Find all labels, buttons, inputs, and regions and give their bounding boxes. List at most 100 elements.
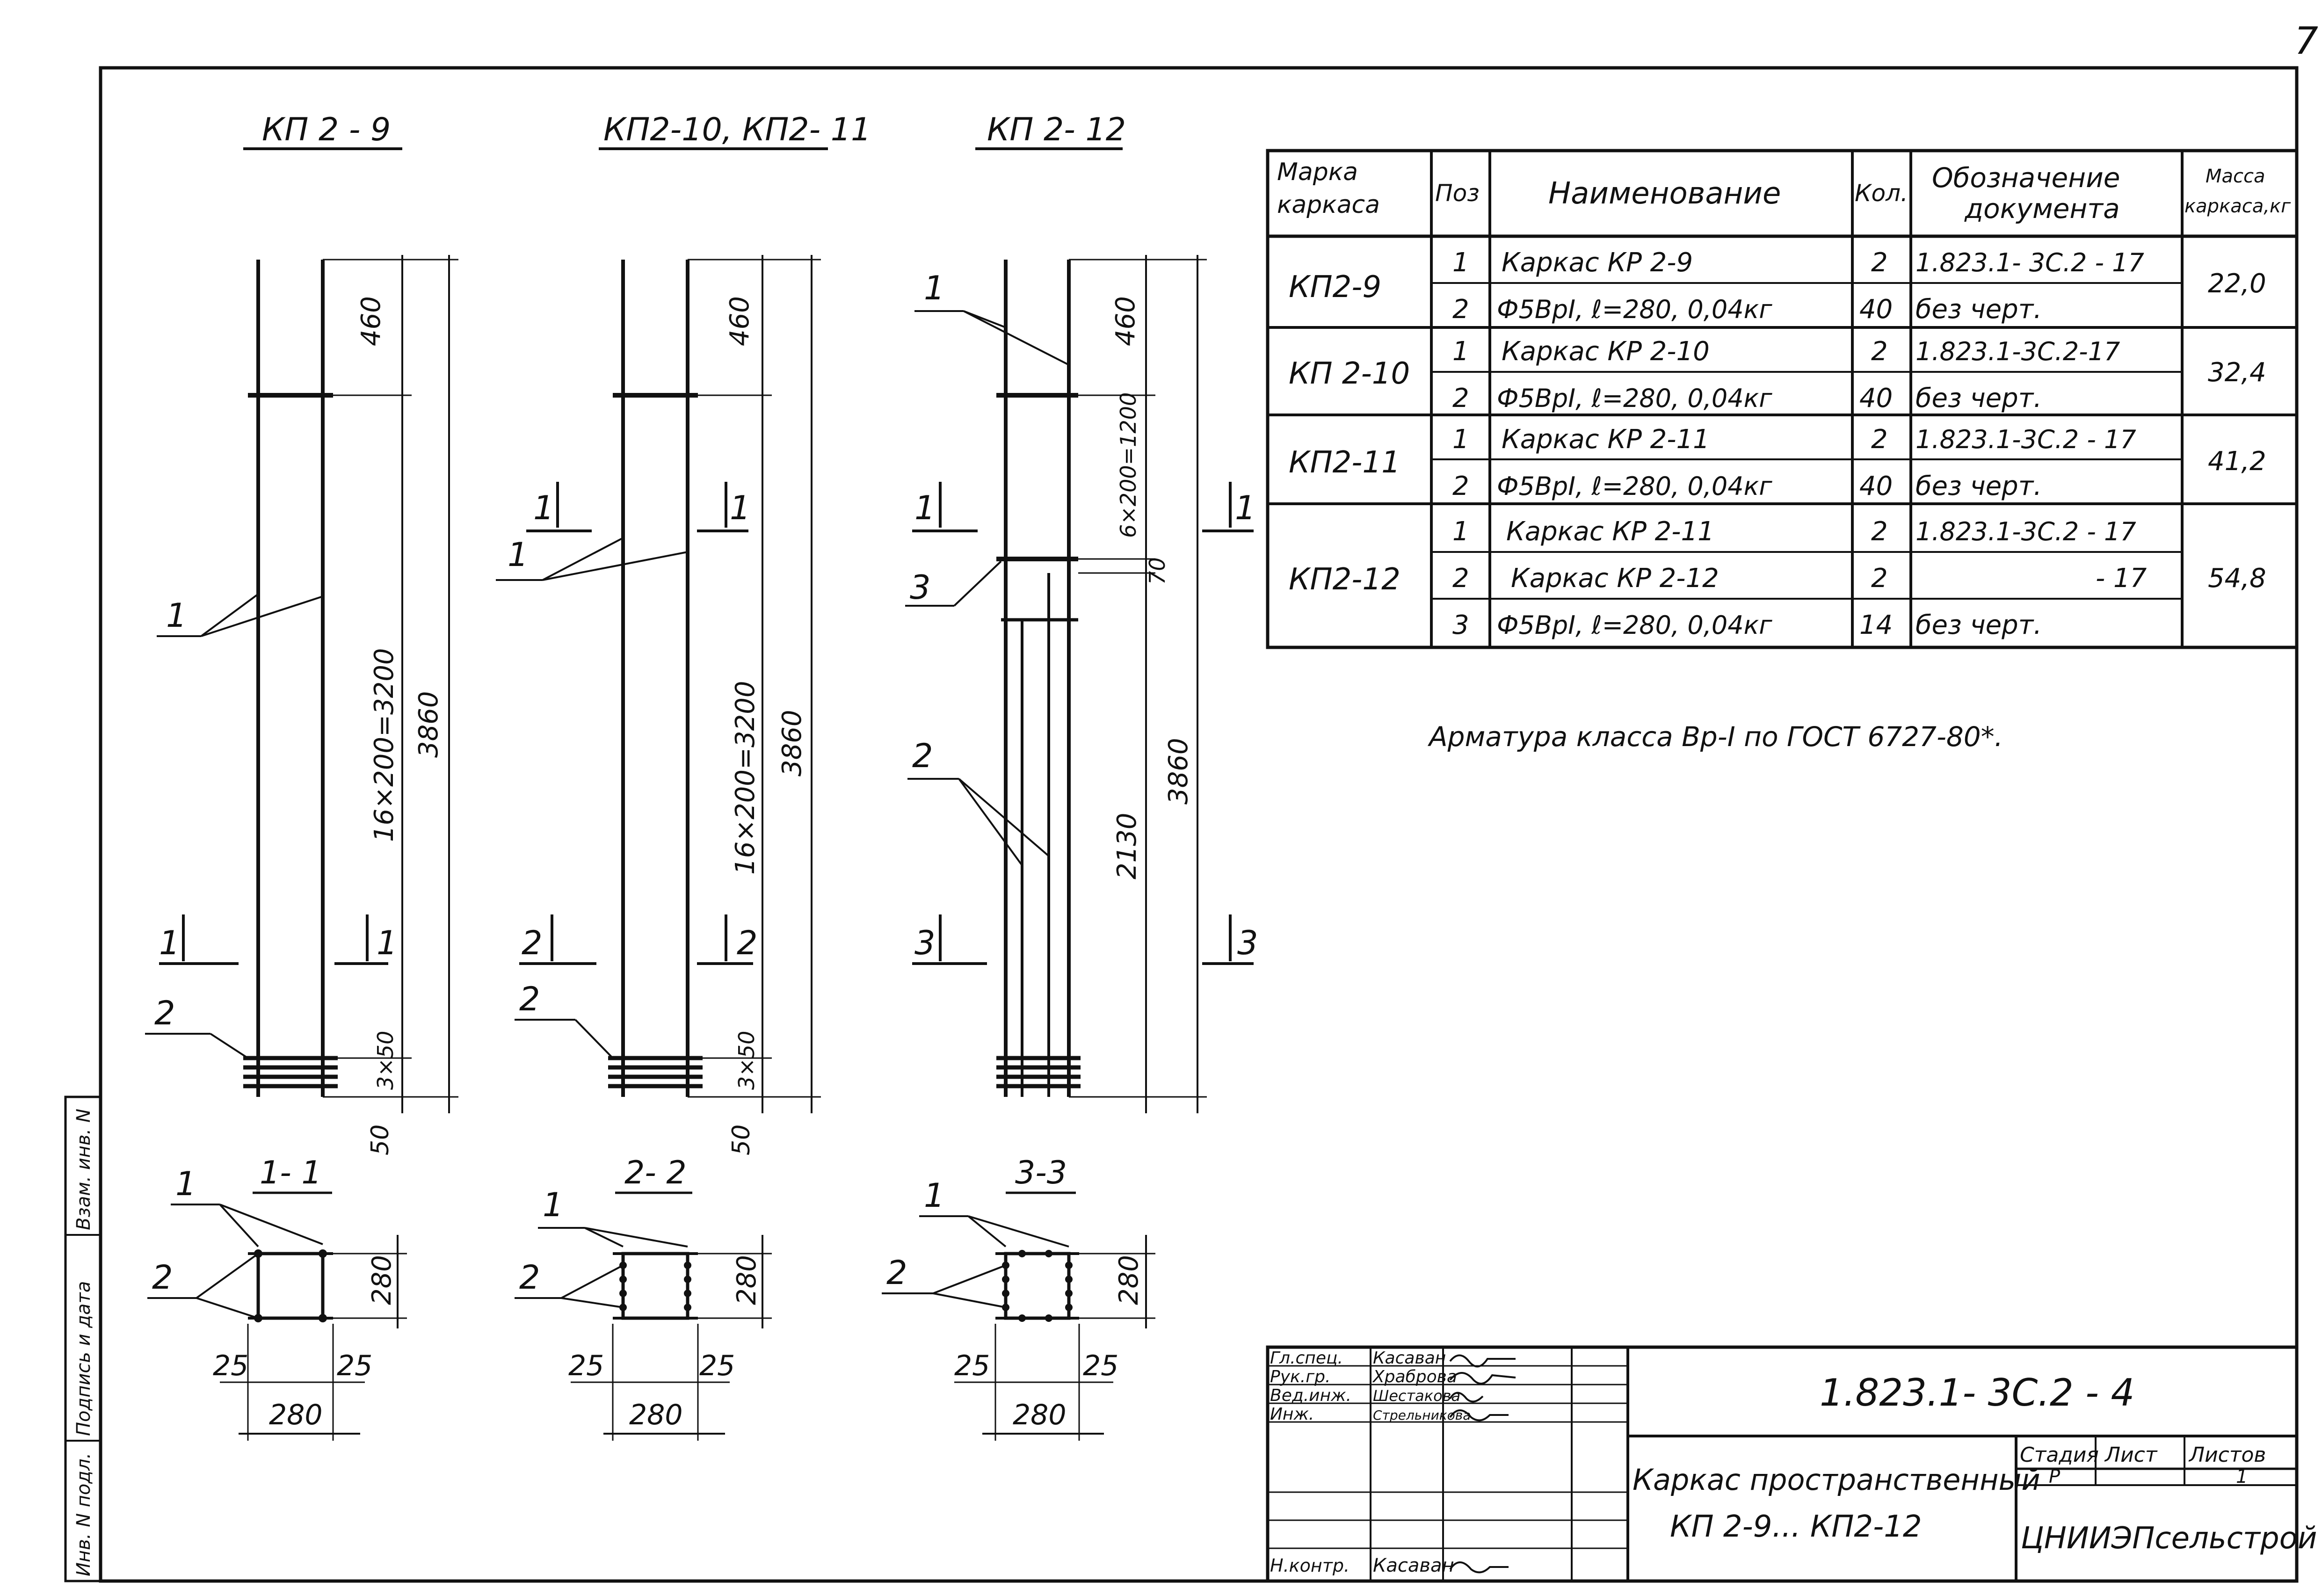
view-title: КП 2- 12: [987, 111, 1126, 148]
pos-cell: 2: [1452, 294, 1469, 325]
doc-cell: 1.823.1- 3С.2 - 17: [1916, 248, 2144, 277]
lead-3: 3: [910, 568, 931, 607]
lead-2: 2: [886, 1254, 907, 1292]
pos-cell: 2: [1452, 563, 1469, 594]
stamp-signature-label: Подпись и дата: [73, 1281, 94, 1436]
doc-cell: 1.823.1-3С.2 - 17: [1916, 425, 2136, 454]
dim-left: 25: [568, 1349, 604, 1382]
lead-1: 1: [543, 1186, 564, 1224]
sheet-frame: [99, 66, 2299, 1583]
mark-cell: КП2-12: [1289, 562, 1400, 597]
section-mark-mid-right: 1: [1235, 489, 1256, 527]
qty-cell: 40: [1859, 383, 1893, 414]
dim-height: 280: [732, 1255, 762, 1305]
dim-right: 25: [337, 1349, 372, 1382]
view-kp2-10-11: КП2-10, КП2- 11 460 16×200=3200 3860 3×5…: [496, 111, 871, 1155]
qty-cell: 2: [1871, 336, 1888, 367]
name-cell: Каркас КР 2-11: [1506, 516, 1714, 547]
page-number: 7: [2294, 19, 2318, 63]
name-cell: Ф5ВрI, ℓ=280, 0,04кг: [1497, 610, 1772, 640]
doc-code: 1.823.1- 3С.2 - 4: [1820, 1371, 2134, 1415]
dim-small: 70: [1145, 557, 1170, 585]
qty-cell: 40: [1859, 294, 1893, 325]
title-block: Гл.спец. Касаван Рук.гр. Храброва Вед.ин…: [1266, 1345, 2317, 1583]
lead-2: 2: [519, 980, 540, 1018]
section-mark-right: 1: [377, 924, 398, 962]
header-pos: Поз: [1435, 180, 1480, 207]
view-kp2-12: КП 2- 12 460 6×200=1200 70 2130 3860 1 2…: [905, 111, 1258, 1113]
dim-bottom-b: 50: [366, 1124, 394, 1155]
section-3-3: 3-3 280 280 25 25 1 2: [882, 1154, 1155, 1441]
qty-cell: 2: [1871, 424, 1888, 455]
section-2-2: 2- 2 280 280 25 25 1 2: [515, 1154, 772, 1441]
doc-cell: 1.823.1-3С.2-17: [1916, 337, 2120, 366]
dim-width: 280: [629, 1399, 683, 1431]
name-cell: Каркас КР 2-10: [1502, 336, 1710, 367]
doc-cell: без черт.: [1916, 383, 2042, 414]
sheet-label: Лист: [2104, 1443, 2158, 1467]
dim-overall: 3860: [1163, 738, 1194, 805]
pos-cell: 2: [1452, 383, 1469, 414]
qty-cell: 2: [1871, 563, 1888, 594]
name-cell: Ф5ВрI, ℓ=280, 0,04кг: [1497, 384, 1772, 413]
lead-1: 1: [508, 536, 529, 574]
stamp-inv-label: Инв. N подл.: [73, 1453, 94, 1576]
dim-width: 280: [269, 1399, 323, 1431]
dim-mid: 6×200=1200: [1116, 392, 1141, 538]
name-cell: Каркас КР 2-11: [1502, 424, 1710, 455]
sheets-value: 1: [2236, 1466, 2248, 1487]
dim-left: 25: [954, 1349, 990, 1382]
person-role: Рук.гр.: [1270, 1367, 1330, 1386]
person-role: Гл.спец.: [1270, 1349, 1343, 1368]
person-name: Шестакова: [1373, 1387, 1460, 1405]
pos-cell: 1: [1452, 424, 1469, 455]
section-mark-left: 1: [159, 924, 180, 962]
note-text: Арматура класса Вр-I по ГОСТ 6727-80*.: [1427, 721, 2003, 753]
doc-cell: - 17: [2096, 563, 2147, 594]
mass-cell: 22,0: [2208, 268, 2266, 299]
dim-lower: 2130: [1112, 813, 1142, 879]
person-name: Стрельникова: [1373, 1407, 1471, 1423]
dim-top: 460: [356, 296, 386, 346]
dim-bottom-a: 3×50: [373, 1031, 398, 1090]
stage-value: Р: [2049, 1466, 2061, 1487]
mark-cell: КП2-9: [1289, 270, 1381, 305]
view-title: КП2-10, КП2- 11: [603, 111, 871, 148]
dim-mid: 16×200=3200: [730, 681, 761, 875]
qty-cell: 40: [1859, 471, 1893, 501]
qty-cell: 2: [1871, 516, 1888, 547]
section-title: 2- 2: [624, 1154, 687, 1191]
lead-1: 1: [175, 1165, 196, 1203]
header-name: Наименование: [1548, 176, 1781, 211]
mark-cell: КП2-11: [1289, 445, 1400, 480]
org-name: ЦНИИЭПсельстрой: [2021, 1521, 2317, 1556]
lead-2: 2: [519, 1258, 540, 1297]
section-1-1: 1- 1 280 280 25 25 1 2: [147, 1154, 407, 1441]
section-title: 1- 1: [260, 1154, 322, 1191]
title-line1: Каркас пространственный: [1633, 1463, 2040, 1497]
doc-cell: без черт.: [1916, 610, 2042, 640]
section-mark-mid-left: 1: [914, 489, 936, 527]
view-title: КП 2 - 9: [262, 111, 391, 148]
doc-cell: без черт.: [1916, 471, 2042, 501]
dim-bottom-b: 50: [727, 1124, 755, 1155]
qty-cell: 14: [1859, 610, 1893, 640]
person-role: Н.контр.: [1270, 1555, 1350, 1576]
sheets-label: Листов: [2188, 1443, 2266, 1467]
qty-cell: 2: [1871, 247, 1888, 278]
section-mark-mid-right: 1: [730, 489, 751, 527]
person-name: Касаван: [1373, 1349, 1446, 1368]
person-role: Вед.инж.: [1270, 1386, 1351, 1405]
person-role: Инж.: [1270, 1405, 1314, 1424]
section-mark-left: 3: [914, 924, 936, 962]
name-cell: Каркас КР 2-12: [1511, 563, 1719, 594]
doc-cell: без черт.: [1916, 294, 2042, 325]
mass-cell: 32,4: [2208, 357, 2266, 388]
lead-1: 1: [924, 269, 945, 307]
person-name: Касаван: [1373, 1555, 1454, 1576]
pos-cell: 3: [1452, 610, 1469, 640]
lead-1: 1: [924, 1176, 945, 1215]
doc-cell: 1.823.1-3С.2 - 17: [1916, 517, 2136, 546]
